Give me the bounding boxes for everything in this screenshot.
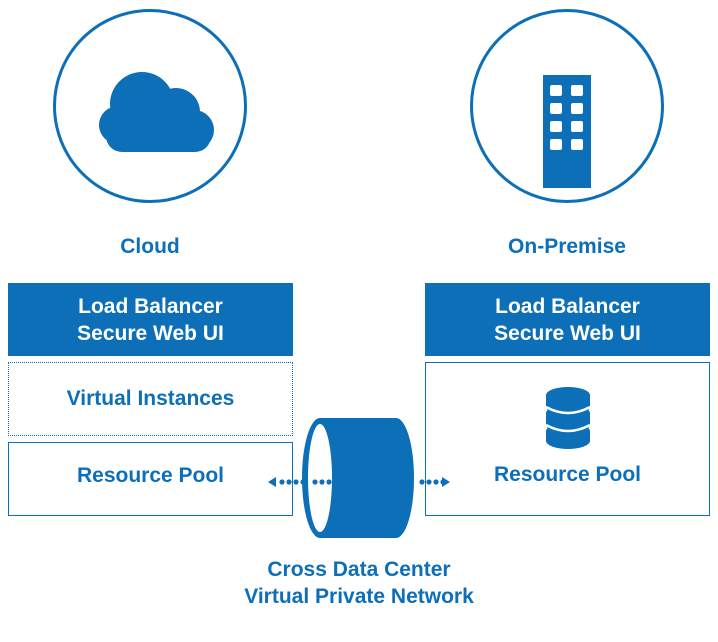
cloud-icon (99, 72, 214, 152)
vpn-label-line2: Virtual Private Network (244, 585, 474, 608)
onprem-resource-pool-label: Resource Pool (493, 463, 642, 486)
cloud-circle (53, 9, 247, 203)
cloud-virtual-instances: Virtual Instances (8, 362, 293, 436)
onprem-header-line2: Secure Web UI (494, 321, 641, 345)
tunnel-icon (302, 418, 414, 538)
cloud-load-balancer-header: Load Balancer Secure Web UI (8, 283, 293, 356)
onprem-resource-pool: Resource Pool (425, 362, 710, 516)
database-icon (544, 387, 591, 449)
onprem-circle (470, 9, 664, 203)
cloud-resource-pool-label: Resource Pool (76, 464, 225, 487)
vpn-label-line1: Cross Data Center (267, 558, 451, 581)
cloud-header-line2: Secure Web UI (77, 321, 224, 345)
building-icon (543, 75, 591, 188)
cloud-header-line1: Load Balancer (78, 294, 223, 318)
onprem-header-line1: Load Balancer (495, 294, 640, 318)
onprem-load-balancer-header: Load Balancer Secure Web UI (425, 283, 710, 356)
cloud-label: Cloud (120, 235, 180, 258)
vpn-label: Cross Data Center Virtual Private Networ… (209, 556, 509, 610)
onprem-label: On-Premise (508, 235, 626, 258)
cloud-resource-pool: Resource Pool (8, 442, 293, 516)
virtual-instances-label: Virtual Instances (66, 387, 235, 410)
